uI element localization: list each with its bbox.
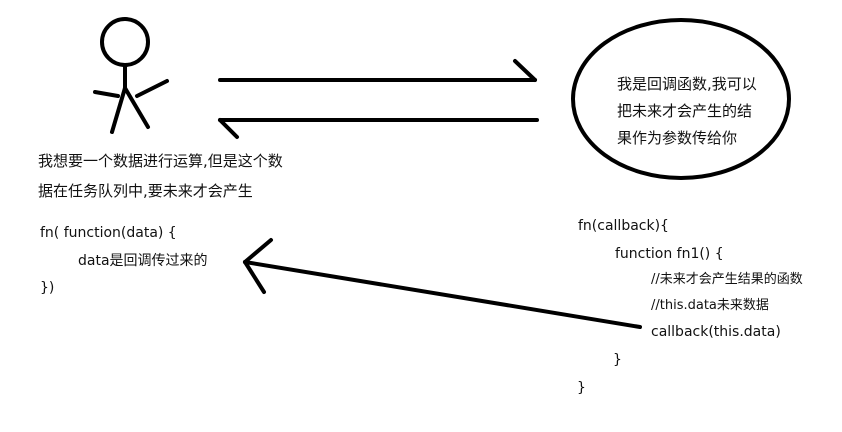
callee-code-line-5: callback(this.data)	[651, 324, 781, 340]
person-caption: 我想要一个数据进行运算,但是这个数	[38, 154, 283, 169]
callee-code-line-7: }	[577, 380, 586, 396]
callback-bubble-line-2: 把未来才会产生的结	[617, 102, 753, 120]
request-arrow	[218, 59, 537, 82]
return-arrow	[218, 118, 539, 139]
person-caption-line-1: 我想要一个数据进行运算,但是这个数	[38, 152, 283, 170]
person-caption-line-2: 据在任务队列中,要未来才会产生	[38, 182, 253, 200]
data-return-arrow	[243, 238, 642, 329]
callback-bubble-ellipse	[571, 18, 791, 180]
stick-figure-head	[100, 17, 150, 67]
callee-code-line-3: //未来才会产生结果的函数	[651, 272, 803, 287]
caller-code-line-2: data是回调传过来的	[78, 253, 208, 269]
stick-figure-left-arm	[93, 90, 120, 98]
caller-code-line-3: })	[40, 280, 55, 296]
person-caption-continued: 据在任务队列中,要未来才会产生	[38, 184, 253, 199]
callee-code-line-4: //this.data未来数据	[651, 298, 769, 313]
stick-figure-left-leg	[110, 86, 127, 134]
caller-code-line-1: fn( function(data) {	[40, 225, 177, 241]
callback-bubble-line-3: 果作为参数传给你	[617, 129, 738, 147]
stick-figure-icon	[93, 17, 169, 134]
callee-code-line-6: }	[613, 352, 622, 368]
stick-figure-right-arm	[135, 79, 169, 98]
callee-code-line-2: function fn1() {	[615, 246, 724, 262]
stick-figure-right-leg	[123, 86, 150, 129]
callback-bubble-line-1: 我是回调函数,我可以	[617, 75, 757, 93]
callee-code-line-1: fn(callback){	[578, 218, 669, 234]
